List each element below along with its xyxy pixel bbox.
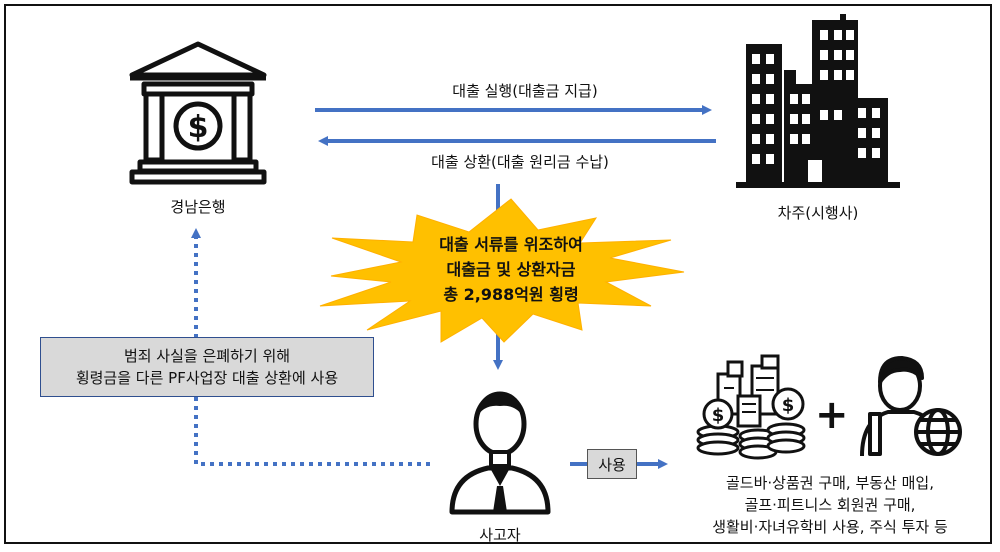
svg-text:$: $ xyxy=(712,405,725,426)
svg-text:$: $ xyxy=(188,110,209,145)
embezzlement-line-2: 대출금 및 상환자금 xyxy=(446,260,576,279)
embezzlement-burst xyxy=(319,198,685,343)
money-assets-icon: $ $ xyxy=(696,354,806,460)
perpetrator-icon xyxy=(449,391,551,515)
perpetrator-label: 사고자 xyxy=(479,526,521,544)
embezzlement-line-1: 대출 서류를 위조하여 xyxy=(439,235,583,254)
usage-line-3: 생활비·자녀유학비 사용, 주식 투자 등 xyxy=(712,518,948,536)
usage-description: 골드바·상품권 구매, 부동산 매입, 골프·피트니스 회원권 구매, 생활비·… xyxy=(680,472,980,538)
embezzlement-line-3: 총 2,988억원 횡령 xyxy=(443,285,579,304)
embezzlement-text: 대출 서류를 위조하여 대출금 및 상환자금 총 2,988억원 횡령 xyxy=(386,232,636,307)
loan-repayment-label: 대출 상환(대출 원리금 수납) xyxy=(431,153,609,171)
usage-line-1: 골드바·상품권 구매, 부동산 매입, xyxy=(725,474,934,492)
usage-line-2: 골프·피트니스 회원권 구매, xyxy=(744,496,916,514)
usage-tag: 사용 xyxy=(587,449,637,479)
plus-sign: + xyxy=(815,392,849,438)
diagram-frame xyxy=(4,4,992,544)
concealment-line-1: 범죄 사실을 은폐하기 위해 xyxy=(123,347,291,365)
traveler-globe-icon xyxy=(860,356,962,457)
concealment-dotted-arrow xyxy=(191,228,430,466)
concealment-note: 범죄 사실을 은폐하기 위해 횡령금을 다른 PF사업장 대출 상환에 사용 xyxy=(40,337,374,397)
buildings-icon xyxy=(736,14,900,188)
concealment-line-2: 횡령금을 다른 PF사업장 대출 상환에 사용 xyxy=(75,369,339,387)
borrower-label: 차주(시행사) xyxy=(777,204,859,222)
svg-text:$: $ xyxy=(782,395,795,416)
bank-label: 경남은행 xyxy=(170,198,226,216)
bank-icon: $ xyxy=(129,41,267,185)
loan-execution-label: 대출 실행(대출금 지급) xyxy=(452,82,598,100)
